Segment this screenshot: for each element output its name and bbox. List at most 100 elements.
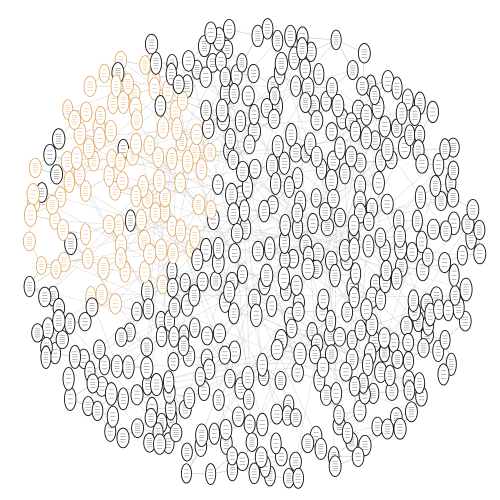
node-outline [116, 427, 130, 449]
node-outline [95, 106, 106, 125]
graph-node [181, 442, 193, 462]
graph-node [238, 199, 250, 222]
node-outline [38, 286, 52, 308]
graph-node [169, 423, 183, 443]
graph-node [403, 380, 416, 401]
graph-node [191, 248, 204, 272]
graph-node [256, 412, 269, 437]
graph-node [269, 172, 282, 195]
graph-node [218, 345, 231, 365]
graph-node [350, 262, 362, 285]
node-outline [150, 373, 163, 397]
graph-node [346, 329, 358, 350]
graph-node [225, 182, 238, 207]
node-outline [269, 172, 282, 195]
graph-node-highlighted [79, 180, 92, 202]
node-outline [292, 467, 305, 489]
graph-node [384, 364, 396, 387]
node-outline [261, 18, 274, 40]
node-outline [82, 248, 94, 270]
graph-node [442, 299, 454, 322]
graph-node [326, 77, 338, 99]
graph-node [212, 236, 225, 260]
graph-node [341, 421, 354, 444]
graph-node-highlighted [35, 256, 47, 276]
graph-node [274, 51, 288, 76]
graph-node [314, 437, 328, 460]
node-outline [189, 225, 201, 249]
graph-node [228, 302, 240, 325]
graph-node [227, 202, 240, 226]
graph-node [149, 51, 162, 75]
graph-node [360, 298, 373, 321]
graph-node [180, 463, 192, 484]
graph-node-highlighted [98, 63, 110, 83]
graph-node [357, 43, 371, 64]
graph-node [212, 174, 224, 195]
graph-node [307, 212, 319, 235]
node-outline [181, 442, 193, 462]
node-outline [236, 160, 250, 183]
node-outline [285, 318, 298, 339]
graph-edge [54, 220, 238, 234]
graph-node [260, 263, 274, 288]
graph-node [224, 368, 236, 389]
graph-node-highlighted [114, 152, 126, 172]
graph-node [459, 277, 473, 302]
graph-node [91, 400, 104, 422]
graph-node [93, 339, 106, 360]
graph-node-highlighted [95, 106, 106, 125]
graph-node [285, 318, 298, 339]
graph-node [52, 128, 66, 150]
node-outline [357, 43, 371, 64]
graph-node [473, 243, 487, 265]
graph-node [40, 345, 52, 369]
graph-node [212, 389, 225, 411]
graph-node-highlighted [174, 172, 186, 194]
graph-node [140, 356, 154, 380]
graph-node [411, 209, 423, 233]
graph-node [78, 312, 92, 332]
graph-node-highlighted [203, 142, 217, 162]
node-outline [341, 421, 354, 444]
graph-node-highlighted [68, 109, 81, 130]
graph-node [388, 332, 400, 353]
node-outline [413, 372, 426, 394]
graph-node-highlighted [156, 274, 169, 295]
graph-node [199, 66, 213, 88]
graph-node [381, 69, 395, 93]
graph-node-highlighted [122, 73, 134, 95]
graph-node [82, 396, 95, 417]
node-outline [331, 93, 345, 118]
graph-node [447, 160, 460, 181]
graph-node [114, 327, 128, 347]
node-outline [374, 227, 387, 248]
graph-node-highlighted [82, 137, 95, 160]
graph-node [85, 297, 99, 317]
graph-node [438, 252, 452, 274]
graph-node [43, 143, 57, 166]
graph-node [271, 29, 284, 52]
graph-node [153, 433, 167, 455]
graph-node [375, 288, 387, 311]
graph-node [391, 267, 403, 290]
graph-node [299, 58, 311, 80]
graph-node [188, 284, 201, 307]
node-layer [22, 18, 487, 489]
graph-node-highlighted [97, 256, 110, 280]
node-outline [152, 146, 165, 168]
graph-node [125, 209, 137, 232]
graph-node [155, 325, 168, 348]
graph-node [168, 326, 180, 348]
graph-node [251, 240, 265, 262]
graph-node [228, 243, 241, 264]
node-outline [348, 376, 361, 397]
graph-node [265, 153, 279, 178]
graph-node [406, 242, 419, 263]
graph-node [328, 455, 342, 477]
node-outline [403, 380, 416, 401]
graph-node [310, 145, 323, 168]
graph-node [179, 273, 191, 293]
node-outline [224, 368, 236, 389]
node-outline [205, 463, 217, 486]
